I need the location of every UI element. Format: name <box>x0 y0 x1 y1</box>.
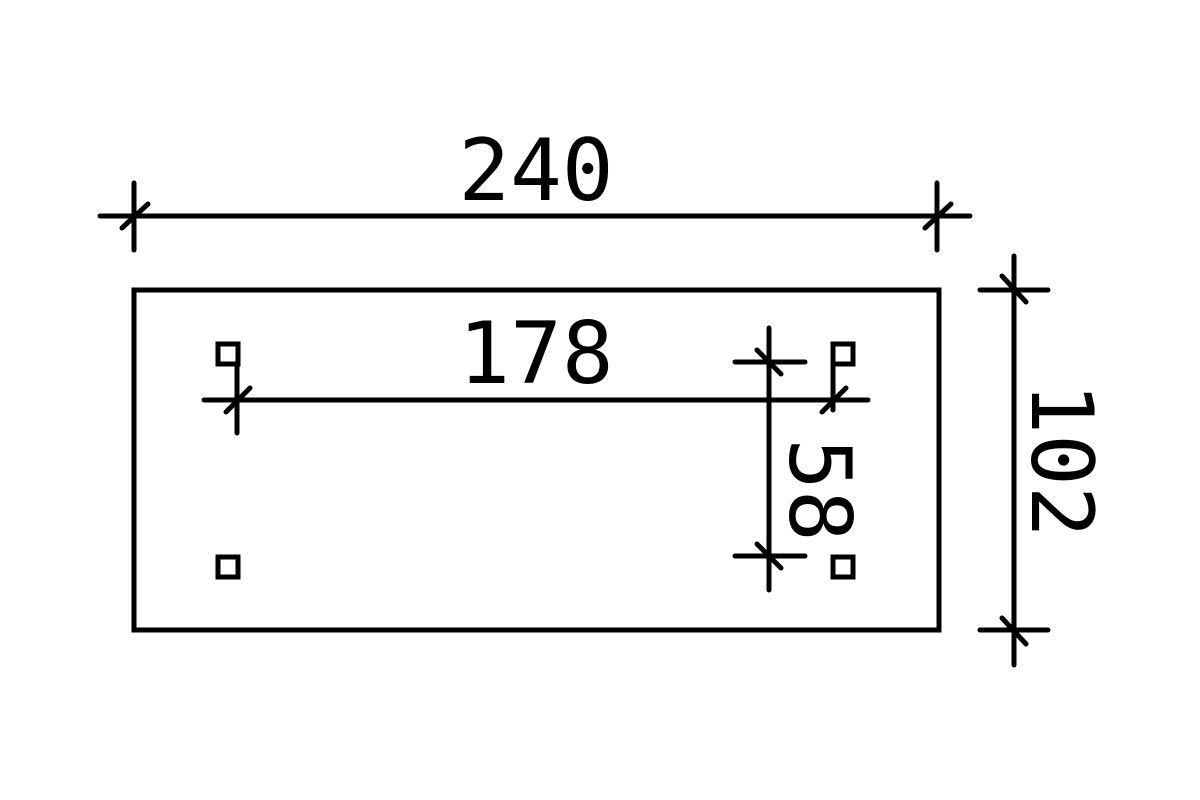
label-178: 178 <box>458 304 613 404</box>
dimension-hole-spacing-vertical: 58 <box>732 325 869 593</box>
hole-top-left <box>215 341 241 367</box>
hole-bottom-right <box>830 554 856 580</box>
label-240: 240 <box>458 121 613 221</box>
dimension-overall-height: 102 <box>977 253 1111 668</box>
dimension-overall-width: 240 <box>97 121 973 253</box>
hole-top-right <box>830 341 856 367</box>
label-58: 58 <box>769 438 869 542</box>
dimension-hole-spacing-horizontal: 178 <box>201 304 871 436</box>
hole-bottom-left <box>215 554 241 580</box>
plate-outline <box>131 287 942 633</box>
label-102: 102 <box>1011 382 1111 537</box>
